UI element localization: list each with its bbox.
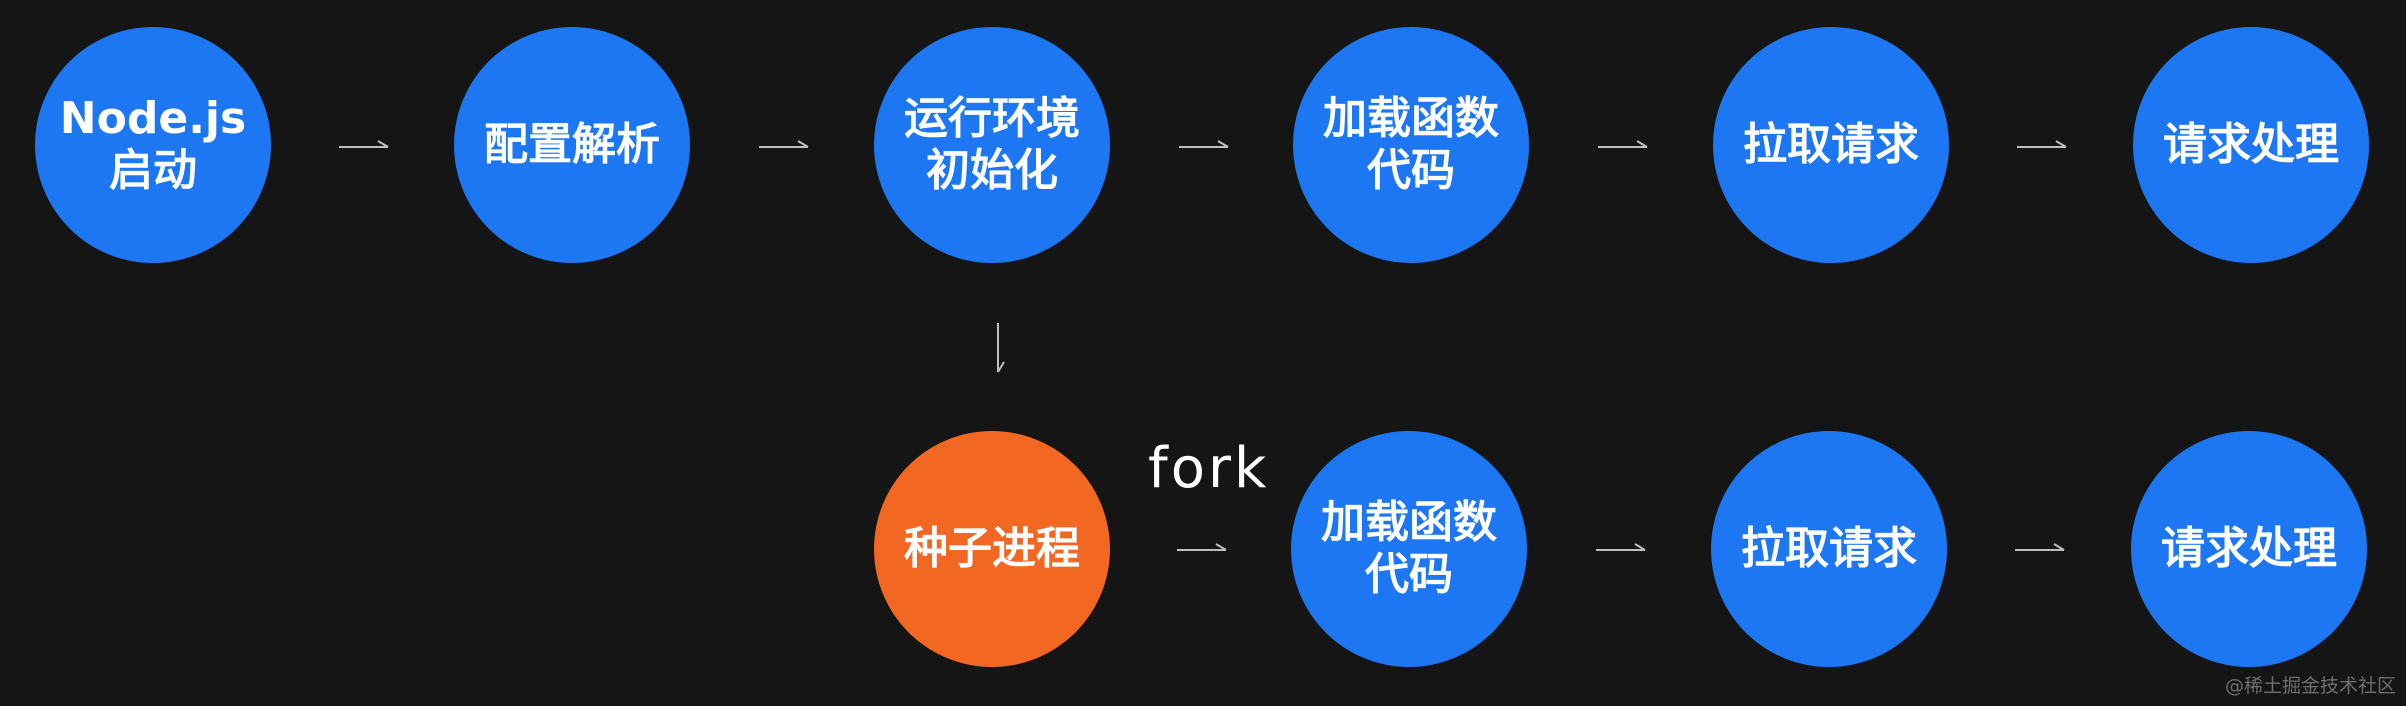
node-seed-process: 种子进程	[874, 431, 1110, 667]
node-label-line: 启动	[109, 145, 197, 196]
right-arrow-icon	[757, 137, 811, 157]
right-arrow-icon	[337, 137, 391, 157]
node-pull-request: 拉取请求	[1713, 27, 1949, 263]
node-pull-request: 拉取请求	[1711, 431, 1947, 667]
right-arrow-icon	[1175, 540, 1229, 560]
node-label-line: 代码	[1367, 145, 1455, 196]
fork-label: fork	[1148, 436, 1270, 501]
node-label-line: 配置解析	[484, 119, 660, 170]
watermark: @稀土掘金技术社区	[2224, 675, 2396, 697]
right-arrow-icon	[1594, 540, 1648, 560]
node-label-line: 代码	[1365, 549, 1453, 600]
right-arrow-icon	[1177, 137, 1231, 157]
node-label-line: 拉取请求	[1741, 523, 1917, 574]
right-arrow-icon	[2013, 540, 2067, 560]
node-load-function-code: 加载函数 代码	[1291, 431, 1527, 667]
node-label-line: 运行环境	[904, 93, 1080, 144]
node-label-line: 请求处理	[2161, 523, 2337, 574]
node-nodejs-start: Node.js 启动	[35, 27, 271, 263]
node-label-line: Node.js	[59, 93, 247, 144]
node-label-line: 请求处理	[2163, 119, 2339, 170]
right-arrow-icon	[2015, 137, 2069, 157]
node-runtime-init: 运行环境 初始化	[874, 27, 1110, 263]
node-handle-request: 请求处理	[2133, 27, 2369, 263]
down-arrow-icon	[988, 321, 1008, 375]
node-label-line: 初始化	[926, 145, 1058, 196]
node-config-parse: 配置解析	[454, 27, 690, 263]
node-handle-request: 请求处理	[2131, 431, 2367, 667]
node-label-line: 拉取请求	[1743, 119, 1919, 170]
right-arrow-icon	[1596, 137, 1650, 157]
node-label-line: 加载函数	[1321, 497, 1497, 548]
node-label-line: 种子进程	[904, 523, 1080, 574]
node-load-function-code: 加载函数 代码	[1293, 27, 1529, 263]
node-label-line: 加载函数	[1323, 93, 1499, 144]
